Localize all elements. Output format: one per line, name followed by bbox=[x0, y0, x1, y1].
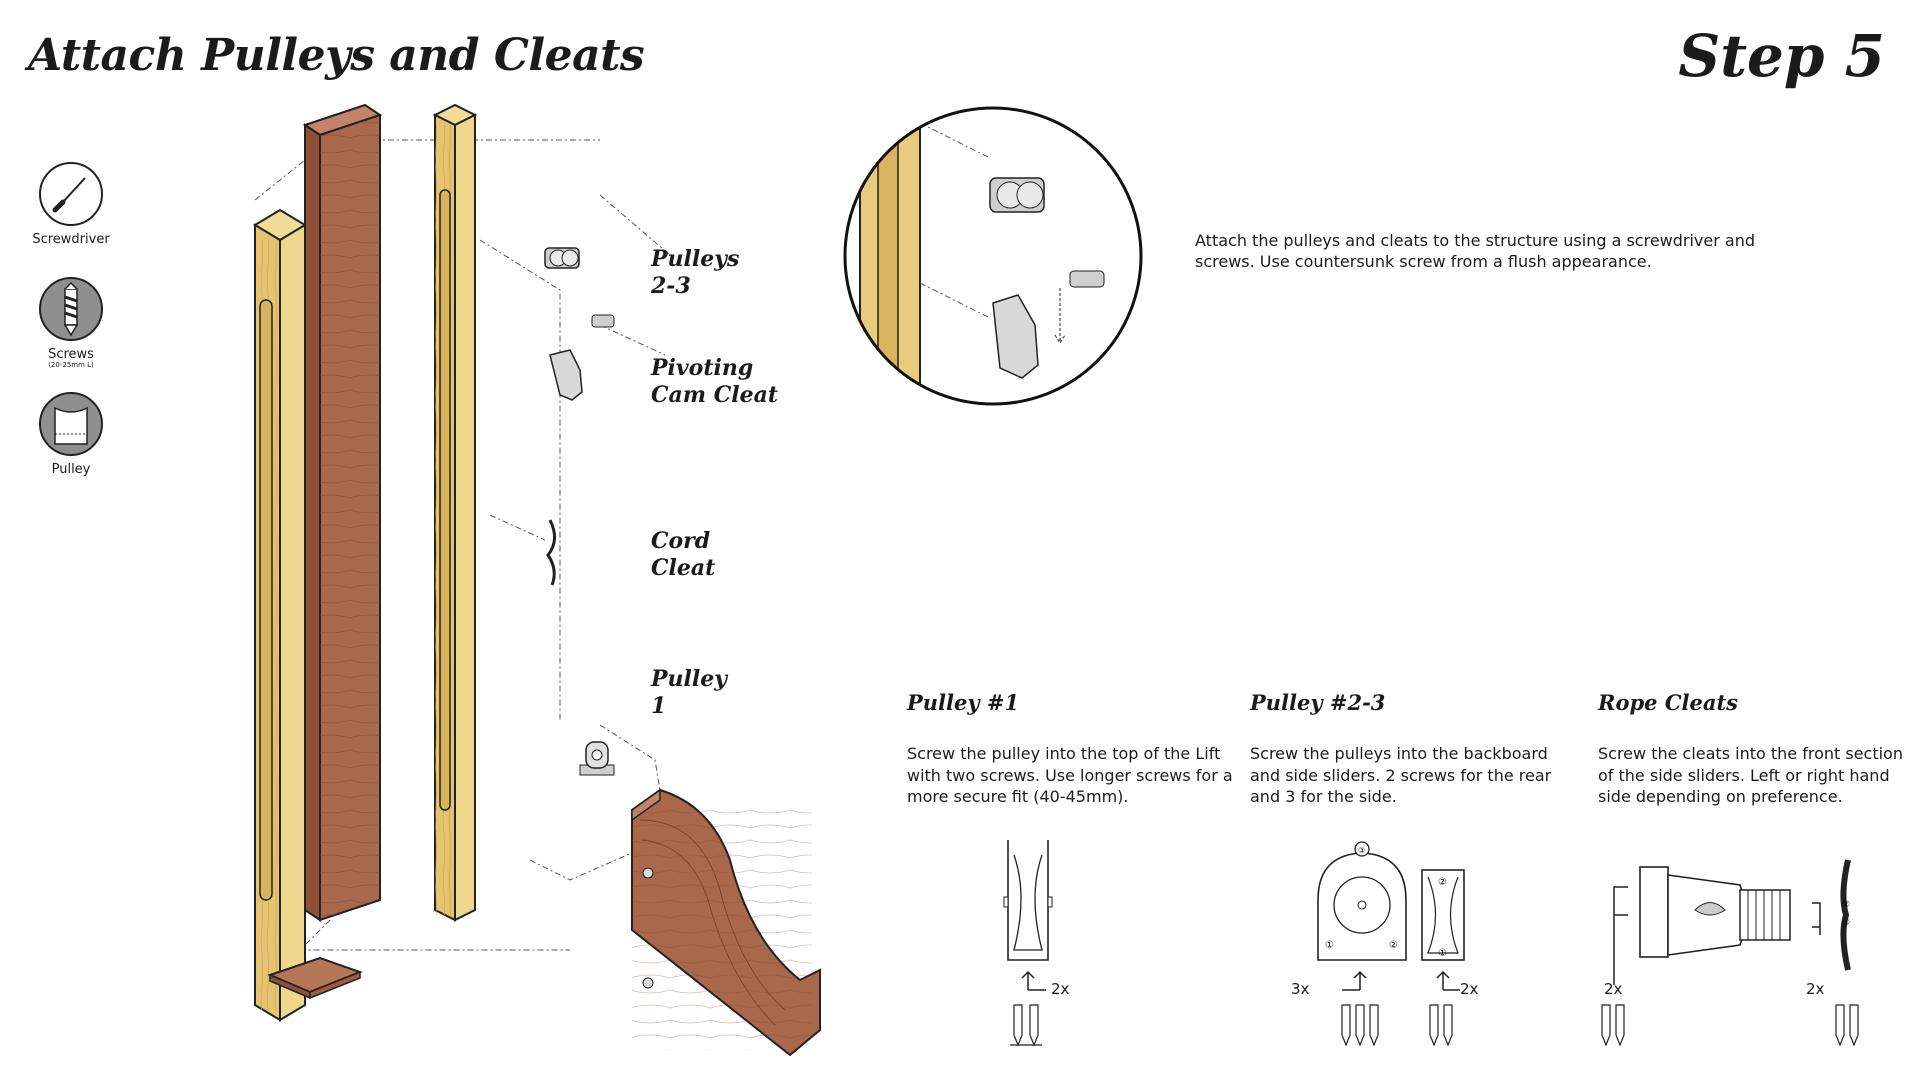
qty-rope-cleats-left: 2x bbox=[1604, 980, 1623, 998]
pulley-2-3-diagram: ③ ① ② ② ① bbox=[1317, 841, 1465, 1047]
bottom-plate bbox=[267, 956, 363, 1000]
section-rope-cleats: Rope Cleats Screw the cleats into the fr… bbox=[1598, 690, 1913, 808]
intro-text: Attach the pulleys and cleats to the str… bbox=[1195, 231, 1756, 271]
exploded-assembly-illustration bbox=[253, 103, 821, 1057]
tool-screws: Screws (20-25mm L) bbox=[16, 277, 126, 369]
marker-1c: ① bbox=[1842, 918, 1850, 928]
screw-icon bbox=[39, 277, 103, 341]
section-pulley-2-3: Pulley #2-3 Screw the pulleys into the b… bbox=[1250, 690, 1580, 808]
tool-pulley: Pulley bbox=[16, 392, 126, 477]
screwdriver-icon bbox=[39, 162, 103, 226]
section-title-pulley-2-3: Pulley #2-3 bbox=[1250, 690, 1386, 715]
pulley-1-diagram bbox=[1003, 840, 1053, 1047]
section-body-rope-cleats: Screw the cleats into the front section … bbox=[1598, 744, 1903, 806]
side-slider-right bbox=[432, 103, 478, 922]
page-title: Attach Pulleys and Cleats bbox=[28, 30, 645, 81]
tool-label-pulley: Pulley bbox=[51, 462, 91, 477]
marker-3: ③ bbox=[1358, 846, 1365, 855]
qty-pulley-2-3-side: 3x bbox=[1291, 980, 1310, 998]
tool-label-screws: Screws bbox=[48, 347, 94, 362]
marker-1: ① bbox=[1325, 940, 1334, 951]
qty-rope-cleats-right: 2x bbox=[1806, 980, 1825, 998]
rope-cleats-diagram: ② ① bbox=[1601, 859, 1859, 1047]
marker-2c: ② bbox=[1842, 900, 1850, 910]
qty-pulley-1: 2x bbox=[1051, 980, 1070, 998]
tool-screwdriver: Screwdriver bbox=[16, 162, 126, 247]
marker-2b: ② bbox=[1438, 877, 1447, 888]
section-pulley-1: Pulley #1 Screw the pulley into the top … bbox=[907, 690, 1237, 808]
screw-icon bbox=[1601, 1004, 1859, 1047]
tool-sublabel-screws: (20-25mm L) bbox=[48, 361, 94, 369]
screw-icon bbox=[1341, 1004, 1453, 1047]
pulley-1-hardware bbox=[579, 741, 615, 776]
section-title-pulley-1: Pulley #1 bbox=[907, 690, 1020, 715]
qty-pulley-2-3-rear: 2x bbox=[1460, 980, 1479, 998]
cam-cleat-hardware bbox=[549, 349, 583, 401]
marker-1b: ① bbox=[1438, 948, 1447, 959]
section-body-pulley-2-3: Screw the pulleys into the backboard and… bbox=[1250, 744, 1552, 806]
side-slider-left bbox=[253, 208, 307, 1022]
base-block bbox=[631, 788, 821, 1057]
step-label: Step 5 bbox=[1678, 22, 1885, 90]
marker-2: ② bbox=[1389, 940, 1398, 951]
pulley-icon bbox=[39, 392, 103, 456]
screw-icon bbox=[1010, 1004, 1042, 1047]
cord-cleat-hardware bbox=[546, 519, 556, 586]
section-body-pulley-1: Screw the pulley into the top of the Lif… bbox=[907, 744, 1233, 806]
pulleys-2-3-hardware bbox=[544, 247, 615, 328]
section-title-rope-cleats: Rope Cleats bbox=[1598, 690, 1738, 715]
backboard bbox=[302, 103, 383, 922]
tool-label-screwdriver: Screwdriver bbox=[32, 232, 110, 247]
detail-callout-circle bbox=[843, 106, 1143, 406]
